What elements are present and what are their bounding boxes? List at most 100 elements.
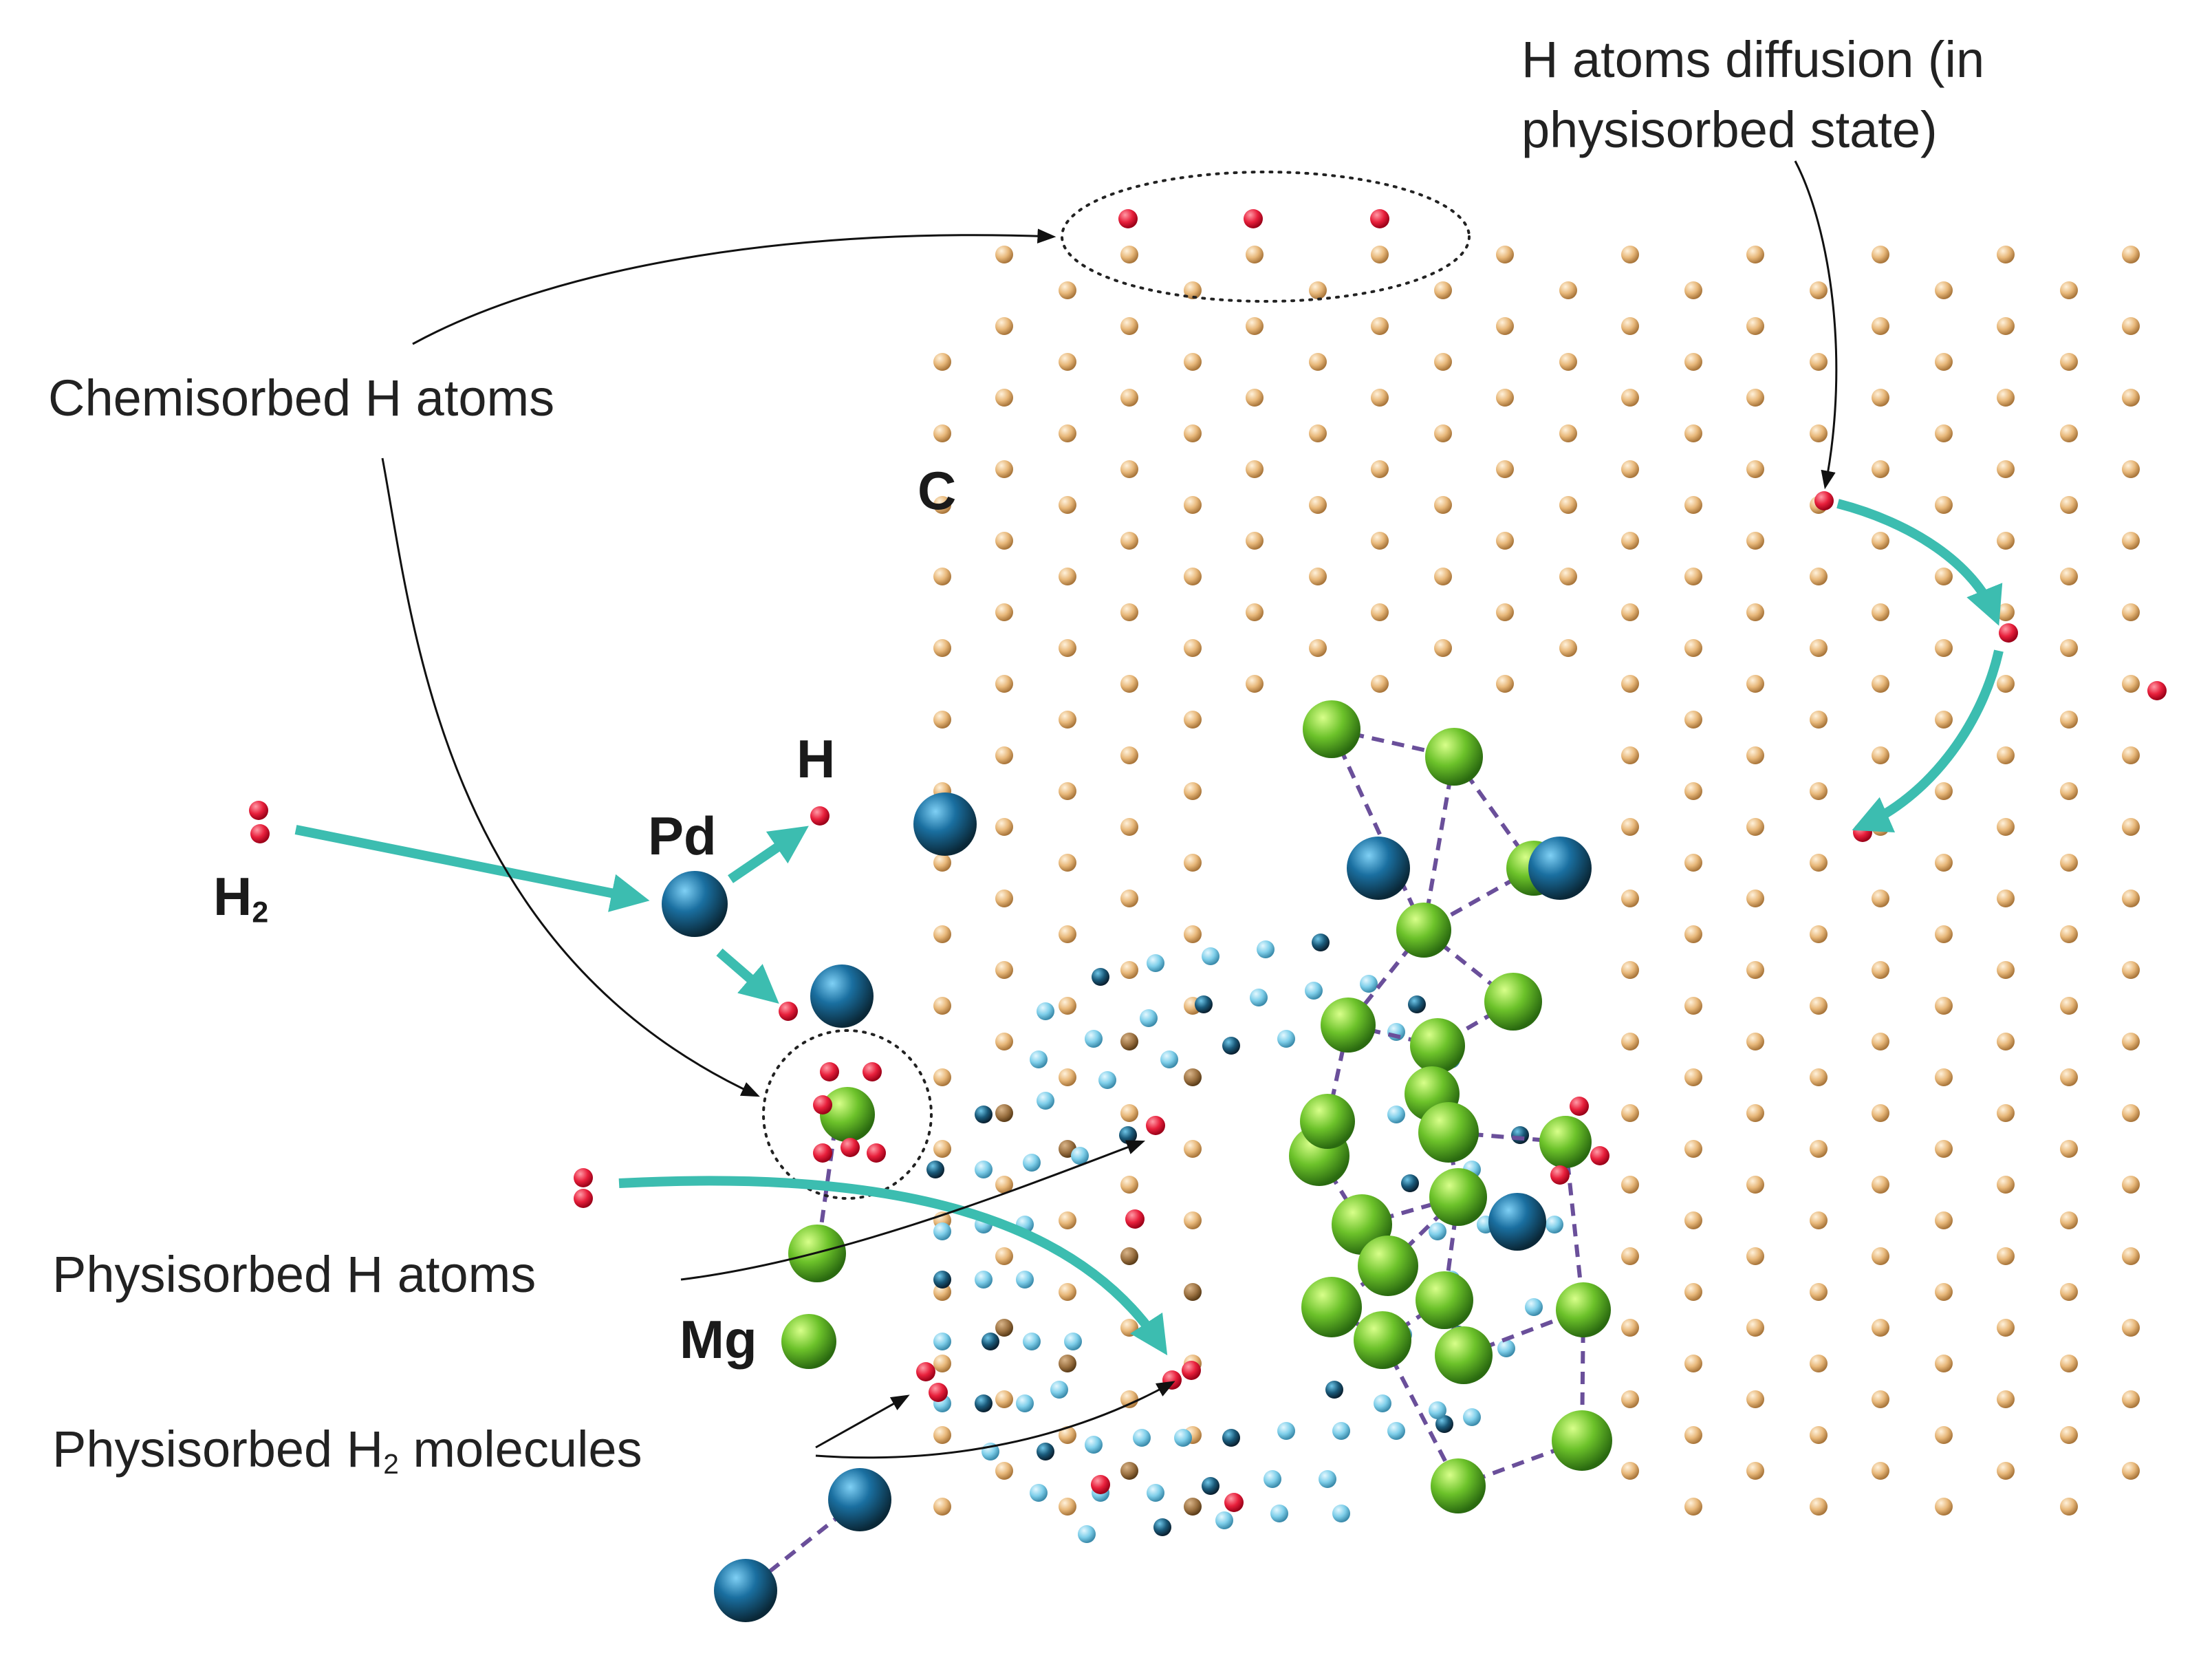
carbon-atom — [1684, 639, 1702, 657]
carbon-atom — [1621, 675, 1639, 693]
carbon-atom — [1184, 925, 1202, 943]
hydrogen-atom — [1182, 1361, 1201, 1380]
carbon-atom — [1059, 1426, 1076, 1444]
palladium-atom — [913, 793, 977, 856]
carbon-atom — [1621, 1247, 1639, 1265]
carbon-atom — [1684, 1068, 1702, 1086]
carbon-atom — [1184, 782, 1202, 800]
carbon-atom — [995, 317, 1013, 335]
carbon-atom — [1246, 532, 1264, 550]
carbon-atom — [1746, 246, 1764, 263]
carbon-atom — [1684, 424, 1702, 442]
carbon-atom — [1872, 1319, 1889, 1337]
diffusion-curve-arrow-1 — [1836, 499, 2003, 626]
carbon-atom — [1120, 460, 1138, 478]
carbon-atom — [1684, 281, 1702, 299]
carbon-atom — [1935, 1068, 1953, 1086]
carbon-atom — [933, 1355, 951, 1372]
carbon-atom — [1684, 1140, 1702, 1158]
magnesium-atom — [1431, 1458, 1486, 1513]
carbon-atom — [1684, 782, 1702, 800]
physisorbed-h2-sub: 2 — [383, 1448, 399, 1480]
carbon-atom — [1746, 961, 1764, 979]
magnesium-atom — [1552, 1410, 1612, 1471]
carbon-atom — [1184, 1498, 1202, 1516]
carbon-atom — [933, 1498, 951, 1516]
carbon-atom — [1496, 246, 1514, 263]
carbon-atom — [1120, 1247, 1138, 1265]
carbon-atom — [1496, 603, 1514, 621]
mg-bond — [1563, 1141, 1585, 1311]
carbon-atom — [1997, 246, 2015, 263]
carbon-atom — [933, 496, 951, 514]
mg-bond — [1347, 1023, 1438, 1048]
carbon-atom — [1120, 1319, 1138, 1337]
carbon-atom — [1810, 1211, 1828, 1229]
physisorbed-h-atom — [933, 1333, 951, 1350]
carbon-atom — [1559, 281, 1577, 299]
carbon-atom — [995, 1033, 1013, 1050]
carbon-atom — [1246, 317, 1264, 335]
carbon-atom — [1371, 460, 1389, 478]
carbon-atom — [1746, 746, 1764, 764]
hydrogen-atom — [1590, 1146, 1609, 1165]
mg-bond — [1386, 1195, 1460, 1268]
carbon-atom — [1184, 496, 1202, 514]
carbon-atom — [1059, 568, 1076, 585]
palladium-atom — [1347, 837, 1410, 900]
carbon-atom — [1935, 568, 1953, 585]
carbon-atom — [1997, 1390, 2015, 1408]
carbon-atom — [2060, 1426, 2078, 1444]
carbon-atom — [2060, 1355, 2078, 1372]
carbon-atom — [995, 818, 1013, 836]
carbon-atom — [1621, 1319, 1639, 1337]
carbon-atom — [1746, 1319, 1764, 1337]
carbon-atom — [1997, 317, 2015, 335]
carbon-atom — [1997, 532, 2015, 550]
physisorbed-h-atom — [1064, 1333, 1082, 1350]
phys-h2-annotation-arrow-2 — [815, 1381, 1175, 1459]
carbon-atom — [1684, 353, 1702, 371]
physisorbed-h-atom — [1202, 947, 1219, 965]
hydrogen-atom — [1570, 1097, 1589, 1116]
carbon-atom — [1059, 1068, 1076, 1086]
carbon-atom — [1935, 496, 1953, 514]
carbon-atom — [2060, 854, 2078, 872]
carbon-atom — [2122, 246, 2140, 263]
hydrogen-atom — [1118, 209, 1138, 228]
carbon-atom — [2122, 603, 2140, 621]
carbon-atom — [1496, 460, 1514, 478]
carbon-atom — [1810, 568, 1828, 585]
carbon-atom — [1621, 389, 1639, 407]
carbon-atom — [1935, 639, 1953, 657]
physisorbed-h-atom — [1264, 1470, 1281, 1488]
magnesium-atom — [1435, 1326, 1493, 1384]
carbon-atom — [933, 568, 951, 585]
carbon-atom — [933, 1140, 951, 1158]
hydrogen-atom — [2147, 681, 2167, 700]
carbon-atom — [1120, 1104, 1138, 1122]
physisorbed-h-atom — [1325, 1381, 1343, 1399]
carbon-atom — [1496, 317, 1514, 335]
carbon-atom — [1746, 1462, 1764, 1480]
carbon-atom — [1184, 1068, 1202, 1086]
carbon-atom — [933, 711, 951, 729]
physisorbed-h-atom — [1277, 1030, 1295, 1048]
carbon-atom — [1309, 281, 1327, 299]
carbon-atom — [933, 1426, 951, 1444]
carbon-atom — [1746, 890, 1764, 907]
carbon-atom — [1872, 389, 1889, 407]
carbon-atom — [2122, 961, 2140, 979]
physisorbed-h-atom — [1085, 1030, 1103, 1048]
carbon-atom — [1684, 568, 1702, 585]
physisorbed-h-atom — [1525, 1298, 1543, 1316]
hydrogen-atom — [250, 824, 270, 843]
hydrogen-atom — [863, 1062, 882, 1081]
chem-arrow-to-mg — [381, 457, 760, 1097]
physisorbed-h-atom — [1037, 1443, 1054, 1460]
physisorbed-h-atom — [1078, 1525, 1096, 1543]
mg-bond — [1325, 1024, 1350, 1122]
carbon-atom — [1059, 997, 1076, 1015]
physisorbed-h-atom — [1319, 1470, 1336, 1488]
carbon-atom — [1120, 1033, 1138, 1050]
